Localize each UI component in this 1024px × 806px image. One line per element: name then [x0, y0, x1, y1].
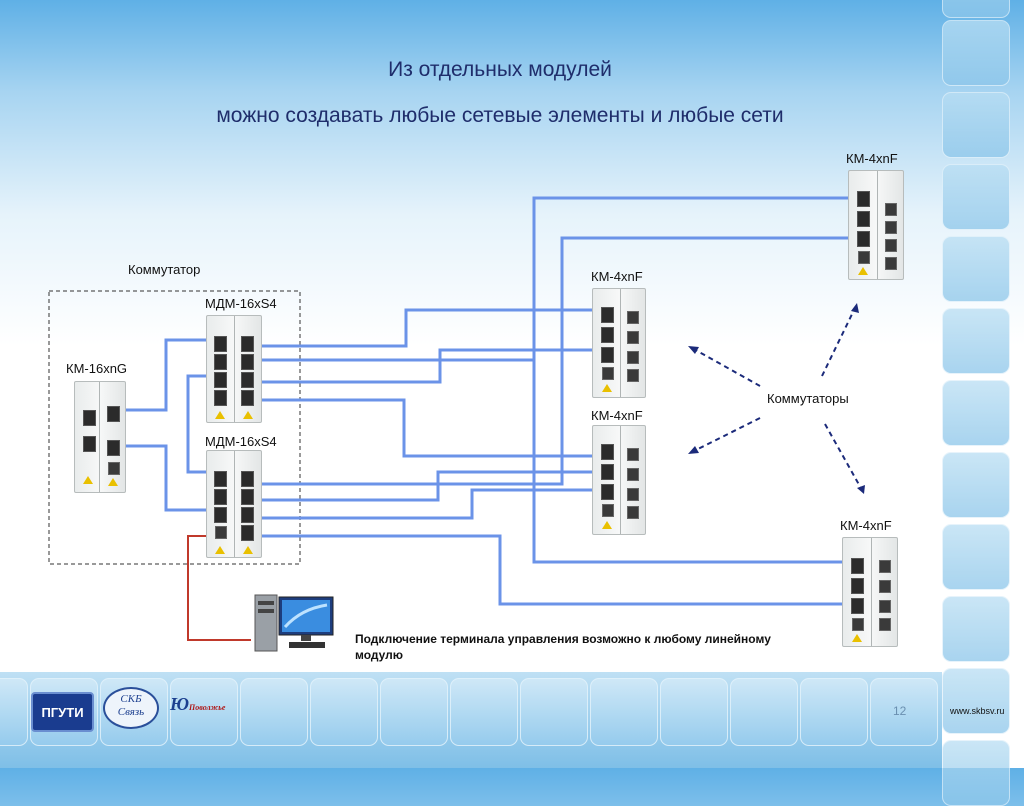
page-number: 12: [893, 704, 907, 718]
km16-label: КМ-16xnG: [66, 361, 128, 376]
km4-mid-upper-label: КМ-4xnF: [591, 269, 643, 284]
km4-module-bottom-right: [842, 537, 898, 647]
mdm-bottom-label: МДМ-16xS4: [205, 434, 277, 449]
fiber-links: [118, 196, 848, 606]
terminal-caption: Подключение терминала управления возможн…: [355, 632, 771, 662]
km4-bottom-right-label: КМ-4xnF: [840, 518, 892, 533]
third-logo: ЮПоволжье: [170, 694, 226, 714]
km4-module-mid-upper: [592, 288, 646, 398]
control-terminal-icon: [251, 587, 341, 657]
slide-title-line2: можно создавать любые сетевые элементы и…: [216, 104, 784, 127]
mdm-module-bottom: [206, 450, 262, 558]
km4-module-mid-lower: [592, 425, 646, 535]
skb-svyaz-logo: СКБ Связь: [103, 687, 159, 729]
switches-label: Коммутаторы: [767, 391, 849, 406]
mdm-top-label: МДМ-16xS4: [205, 296, 277, 311]
km4-top-right-label: КМ-4xnF: [846, 151, 898, 166]
pguti-logo: ПГУТИ: [31, 692, 94, 732]
website-url: www.skbsv.ru: [950, 706, 1005, 716]
mdm-module-top: [206, 315, 262, 423]
switch-arrows: [691, 307, 863, 491]
slide-title-line1: Из отдельных модулей: [388, 58, 612, 81]
control-terminal-link: [187, 535, 268, 641]
km4-module-top-right: [848, 170, 904, 280]
switch-group-frame: [48, 290, 301, 565]
connection-diagram: [48, 196, 865, 641]
km4-mid-lower-label: КМ-4xnF: [591, 408, 643, 423]
switch-group-label: Коммутатор: [128, 262, 201, 277]
km16-module: [74, 381, 126, 493]
